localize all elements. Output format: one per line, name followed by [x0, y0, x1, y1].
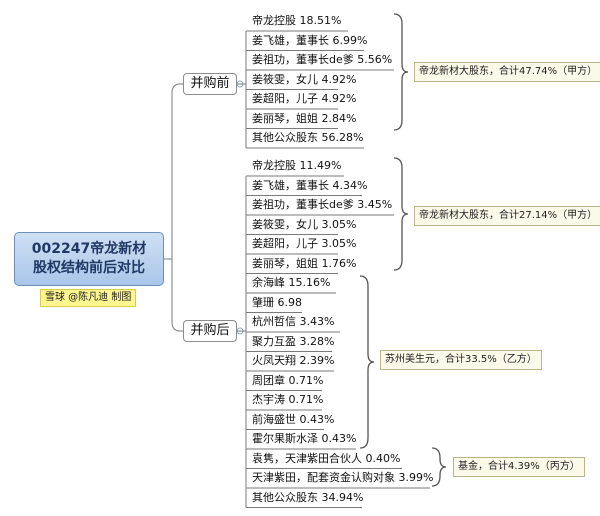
after-item: 前海盛世 0.43% — [252, 412, 335, 426]
before-brace — [393, 13, 409, 131]
after-item: 天津紫田，配套资金认购对象 3.99% — [252, 471, 434, 484]
after-item: 姜筱雯，女儿 3.05% — [252, 217, 357, 231]
credit-label: 雪球 @陈凡迪 制图 — [40, 289, 137, 307]
after-item: 袁隽，天津紫田合伙人 0.40% — [252, 451, 401, 465]
before-group-note: 帝龙新材大股东，合计47.74%（甲方） — [414, 62, 600, 82]
after-item: 其他公众股东 34.94% — [252, 490, 364, 504]
before-node: 并购前 — [183, 73, 237, 95]
before-item: 帝龙控股 18.51% — [252, 14, 342, 27]
root-to-before-line — [164, 83, 183, 260]
after-item: 杭州哲信 3.43% — [252, 315, 335, 328]
after-item: 杰宇涛 0.71% — [252, 393, 324, 406]
after-item: 姜丽琴，姐姐 1.76% — [252, 256, 357, 270]
after-item: 姜超阳，儿子 3.05% — [252, 237, 357, 250]
after-brace-b — [359, 275, 375, 449]
after-item: 帝龙控股 11.49% — [252, 159, 342, 172]
root-to-after-line — [171, 259, 183, 332]
after-item: 周团章 0.71% — [252, 373, 324, 387]
after-item: 姜祖功，董事长de爹 3.45% — [252, 198, 393, 211]
root-title-line2: 股权结构前后对比 — [33, 260, 145, 276]
after-brace-a — [393, 157, 409, 271]
before-spine-line — [237, 31, 247, 148]
before-item: 姜超阳，儿子 4.92% — [252, 92, 357, 105]
root-node: 002247帝龙新材 股权结构前后对比 — [14, 232, 164, 286]
after-group-note-a: 帝龙新材大股东，合计27.14%（甲方） — [414, 206, 600, 226]
before-item: 其他公众股东 56.28% — [252, 131, 364, 144]
after-item: 姜飞雄，董事长 4.34% — [252, 178, 368, 192]
after-item: 聚力互盈 3.28% — [252, 334, 335, 348]
after-item: 肇珊 6.98 — [252, 295, 302, 309]
after-item: 火凤天翔 2.39% — [252, 354, 335, 367]
after-spine-line — [237, 176, 247, 508]
before-item: 姜丽琴，姐姐 2.84% — [252, 111, 357, 125]
before-item: 姜飞雄，董事长 6.99% — [252, 33, 368, 47]
before-item: 姜筱雯，女儿 4.92% — [252, 72, 357, 86]
after-item: 余海峰 15.16% — [252, 276, 331, 289]
after-item: 霍尔果斯水泽 0.43% — [252, 432, 357, 445]
root-title-line1: 002247帝龙新材 — [31, 241, 147, 257]
after-group-note-b: 苏州美生元，合计33.5%（乙方） — [380, 350, 542, 370]
after-node: 并购后 — [183, 320, 237, 342]
after-group-note-c: 基金，合计4.39%（丙方） — [453, 457, 585, 477]
after-brace-c — [431, 447, 447, 487]
before-item: 姜祖功，董事长de爹 5.56% — [252, 53, 393, 66]
